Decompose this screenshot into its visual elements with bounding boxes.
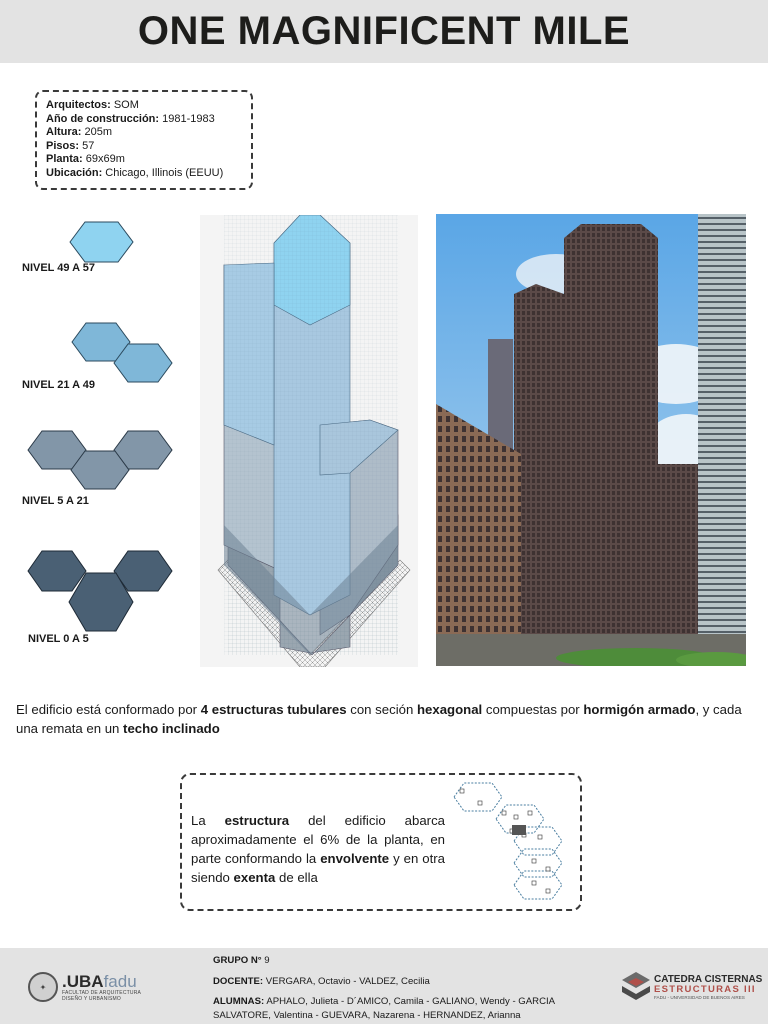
level-label-0-5: NIVEL 0 A 5 [28, 633, 89, 645]
plan-column [513, 814, 519, 820]
plan-hexagon [513, 848, 563, 878]
hexagon-shape [69, 221, 134, 263]
axonometric-drawing [200, 214, 418, 668]
tower-axonometric-svg [217, 214, 411, 668]
level-0-5-hexagon-diagram [27, 550, 173, 632]
hexagon-shape [27, 430, 87, 470]
structure-plan-diagram [453, 782, 563, 900]
right-glass-tower [698, 214, 746, 634]
credits: GRUPO N° 9 DOCENTE: VERGARA, Octavio - V… [213, 954, 613, 1022]
hexagon-shape [27, 550, 87, 592]
hexagon-shape [71, 322, 131, 362]
level-label-5-21: NIVEL 5 A 21 [22, 495, 89, 507]
level-21-49-hexagon-diagram [71, 322, 173, 383]
hexagon-shape [70, 450, 130, 490]
plan-core [512, 825, 526, 835]
info-floors: Pisos: 57 [46, 139, 95, 152]
right-lower-block [658, 464, 706, 644]
plan-column [477, 800, 483, 806]
plan-column [545, 888, 551, 894]
hexagon-shape [113, 550, 173, 592]
plan-hexagon [453, 782, 503, 812]
info-plan: Planta: 69x69m [46, 153, 125, 166]
uba-brand: .UBAfadu [62, 971, 137, 991]
group-line: GRUPO N° 9 [213, 955, 270, 966]
trees [676, 652, 746, 666]
uba-sub-line1: FACULTAD DE ARQUITECTURA [62, 989, 142, 996]
description-paragraph: El edificio está conformado por 4 estruc… [16, 702, 742, 736]
plan-column [531, 880, 537, 886]
left-tower [514, 284, 564, 634]
plan-column [537, 834, 543, 840]
building-info-box: Arquitectos: SOM Año de construcción: 19… [35, 90, 253, 190]
plan-column [527, 810, 533, 816]
alumnas-line: ALUMNAS: APHALO, Julieta - D´AMICO, Cami… [213, 996, 555, 1021]
left-old-building [436, 404, 521, 666]
page-header: ONE MAGNIFICENT MILE [0, 0, 768, 63]
catedra-estructuras: ESTRUCTURAS III [654, 983, 756, 995]
level-5-21-hexagon-diagram [27, 430, 173, 490]
main-tower [564, 224, 658, 634]
structure-info-box: La estructura del edificio abarca aproxi… [180, 773, 582, 911]
info-height: Altura: 205m [46, 126, 113, 139]
uba-fadu-logo: ✦ .UBAfadu FACULTAD DE ARQUITECTURA DISE… [28, 972, 141, 1002]
plan-column [501, 810, 507, 816]
page-footer: ✦ .UBAfadu FACULTAD DE ARQUITECTURA DISE… [0, 948, 768, 1024]
catedra-name: CATEDRA CISTERNAS [654, 973, 763, 985]
info-architects: Arquitectos: SOM [46, 99, 139, 111]
hexagon-shape [68, 572, 134, 632]
catedra-logo: CATEDRA CISTERNAS ESTRUCTURAS III FADU -… [620, 970, 762, 1004]
lower-dark-band [224, 525, 398, 655]
trees [556, 648, 716, 666]
uba-seal-icon: ✦ [28, 972, 58, 1002]
catedra-university: FADU - UNIVERSIDAD DE BUENOS AIRES [654, 994, 745, 1000]
photo-illustration [436, 214, 746, 666]
info-year: Año de construcción: 1981-1983 [46, 112, 215, 125]
info-location: Ubicación: Chicago, Illinois (EEUU) [46, 166, 224, 179]
plan-column [459, 788, 465, 794]
level-49-57-hexagon-diagram [69, 221, 134, 263]
plan-column [545, 866, 551, 872]
building-photo [436, 214, 746, 666]
page-title: ONE MAGNIFICENT MILE [137, 9, 631, 53]
structure-text: La estructura del edificio abarca aproxi… [191, 813, 445, 885]
level-label-21-49: NIVEL 21 A 49 [22, 379, 95, 391]
level-diagrams: NIVEL 49 A 57 NIVEL 21 A 49 NIVEL 5 A 21… [0, 205, 200, 675]
hexagon-shape [113, 343, 173, 383]
catedra-mark-icon [622, 972, 650, 1000]
docente-line: DOCENTE: VERGARA, Octavio - VALDEZ, Ceci… [213, 975, 430, 987]
plan-hexagon [513, 870, 563, 900]
level-label-49-57: NIVEL 49 A 57 [22, 262, 95, 274]
uba-sub-line2: DISEÑO Y URBANISMO [62, 995, 121, 1002]
plan-column [531, 858, 537, 864]
